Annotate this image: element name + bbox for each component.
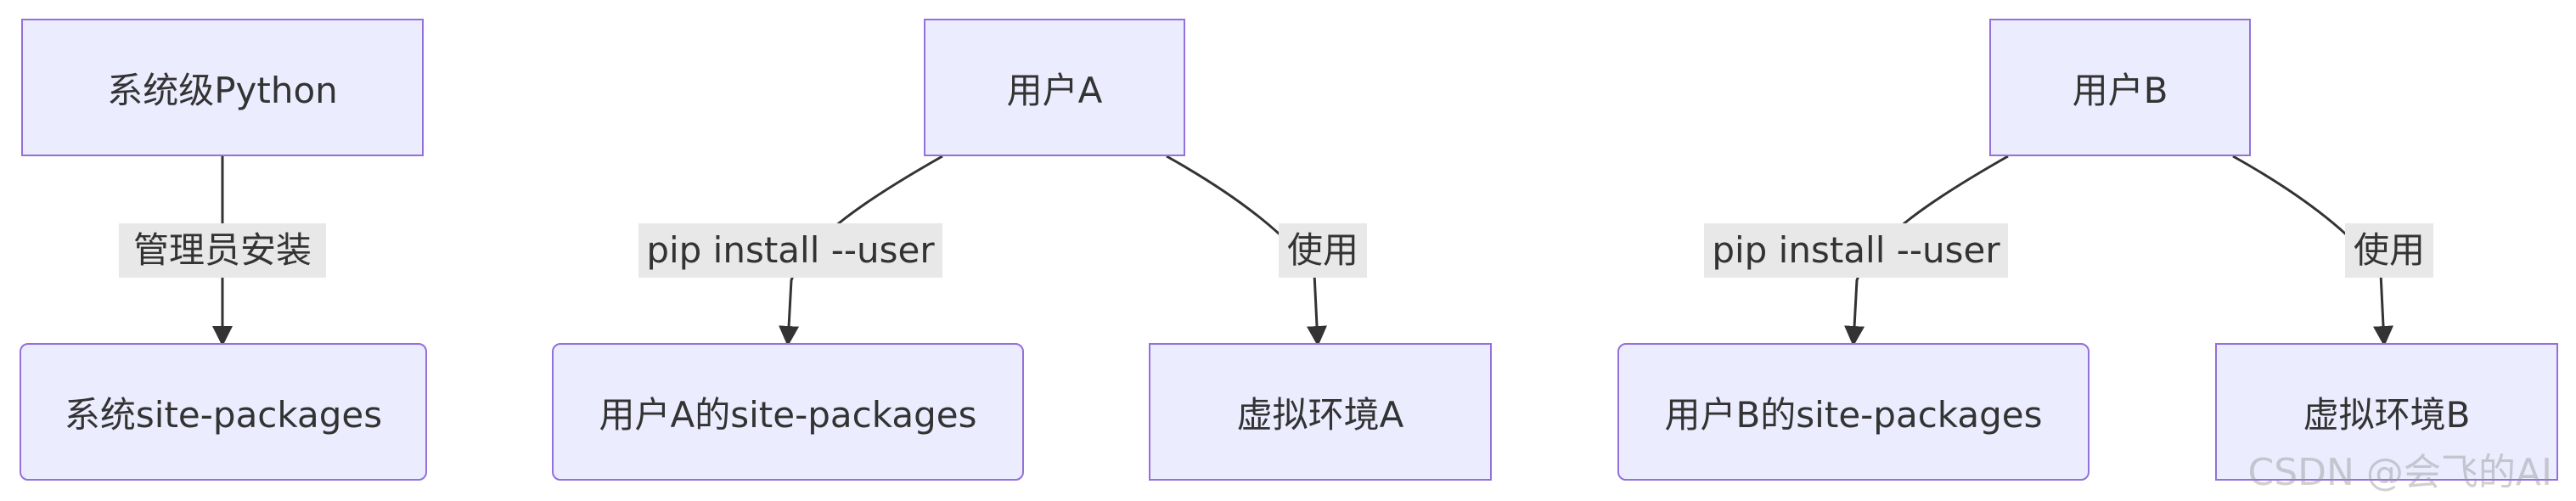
node-venv-a-label: 虚拟环境A bbox=[1236, 393, 1404, 436]
node-user-b-site-packages: 用户B的site-packages bbox=[1617, 343, 2089, 481]
node-user-b-site-packages-label: 用户B的site-packages bbox=[1664, 393, 2043, 436]
node-system-site-packages: 系统site-packages bbox=[20, 343, 427, 481]
edge-label-pip-user-a: pip install --user bbox=[638, 223, 942, 278]
node-user-a: 用户A bbox=[924, 19, 1185, 156]
node-venv-a: 虚拟环境A bbox=[1149, 343, 1492, 481]
node-venv-b-label: 虚拟环境B bbox=[2303, 393, 2471, 436]
edge-label-use-b: 使用 bbox=[2345, 223, 2433, 278]
node-user-a-site-packages-label: 用户A的site-packages bbox=[599, 393, 977, 436]
node-system-python: 系统级Python bbox=[21, 19, 424, 156]
node-venv-b: 虚拟环境B bbox=[2215, 343, 2558, 481]
node-user-b-label: 用户B bbox=[2072, 69, 2168, 111]
edge-label-pip-user-b: pip install --user bbox=[1704, 223, 2008, 278]
node-user-b: 用户B bbox=[1989, 19, 2251, 156]
watermark: CSDN @会飞的AI bbox=[2247, 451, 2552, 494]
edge-label-use-a: 使用 bbox=[1279, 223, 1367, 278]
edge-label-admin-install: 管理员安装 bbox=[119, 223, 326, 278]
node-user-a-site-packages: 用户A的site-packages bbox=[552, 343, 1024, 481]
node-system-python-label: 系统级Python bbox=[107, 69, 338, 111]
node-user-a-label: 用户A bbox=[1006, 69, 1103, 111]
node-system-site-packages-label: 系统site-packages bbox=[64, 393, 383, 436]
